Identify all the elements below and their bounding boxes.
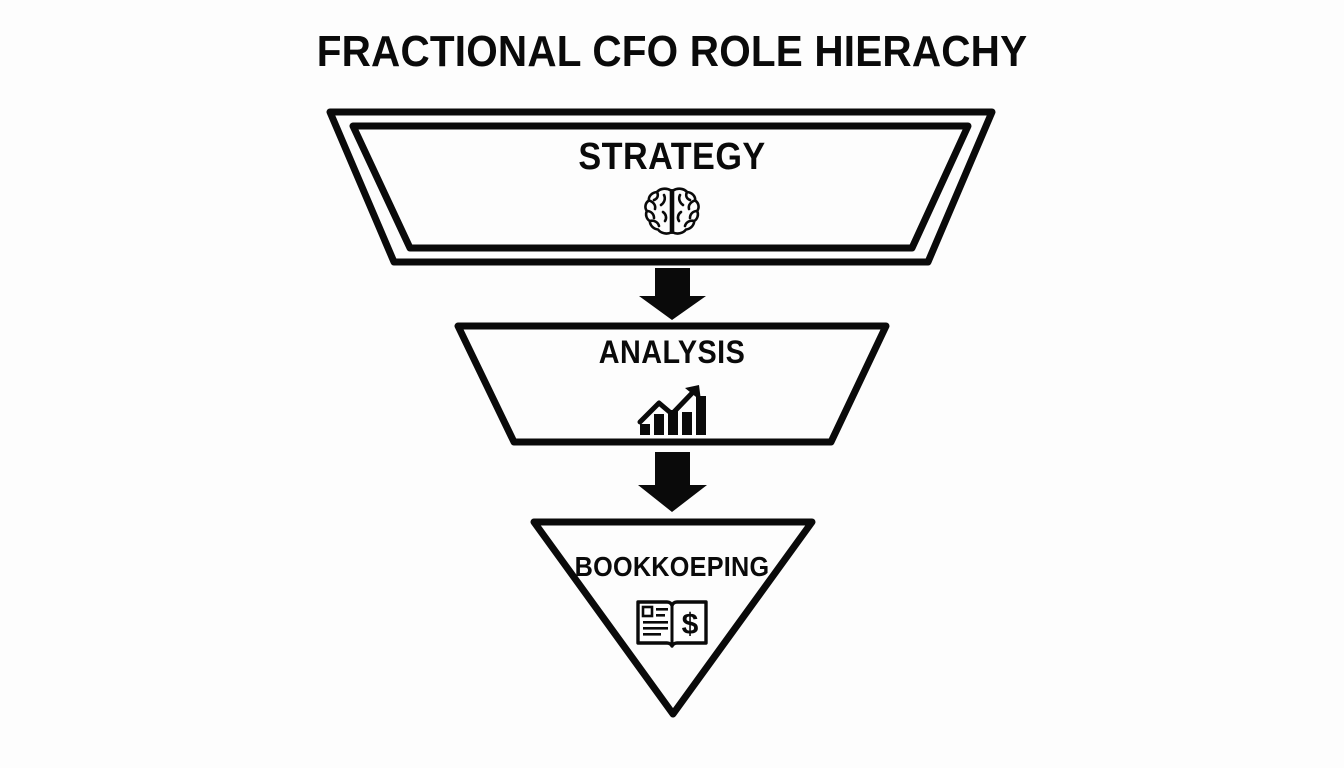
arrow-down-icon xyxy=(638,452,707,512)
stage-shape-bookkeeping[interactable] xyxy=(530,518,816,718)
page-title: FRACTIONAL CFO ROLE HIERACHY xyxy=(316,27,1028,76)
stage-label-analysis: ANALYSIS xyxy=(598,334,746,370)
open-book-dollar-icon: $ xyxy=(630,592,714,654)
strategy-inner-outline xyxy=(349,122,972,252)
arrow-analysis-to-bookkeeping xyxy=(638,452,707,512)
stage-shape-strategy[interactable] xyxy=(326,108,996,266)
analysis-outline xyxy=(454,322,890,446)
svg-text:$: $ xyxy=(682,608,699,641)
arrow-strategy-to-analysis xyxy=(639,268,706,320)
stage-label-strategy: STRATEGY xyxy=(578,136,766,178)
stage-label-bookkeeping: BOOKKOEPING xyxy=(574,551,770,582)
bookkeeping-outline xyxy=(530,518,816,718)
stage-shape-analysis[interactable] xyxy=(454,322,890,446)
arrow-down-icon xyxy=(639,268,706,320)
bar-chart-growth-icon xyxy=(632,378,712,438)
strategy-outer-outline xyxy=(326,108,996,266)
brain-icon xyxy=(636,184,708,240)
